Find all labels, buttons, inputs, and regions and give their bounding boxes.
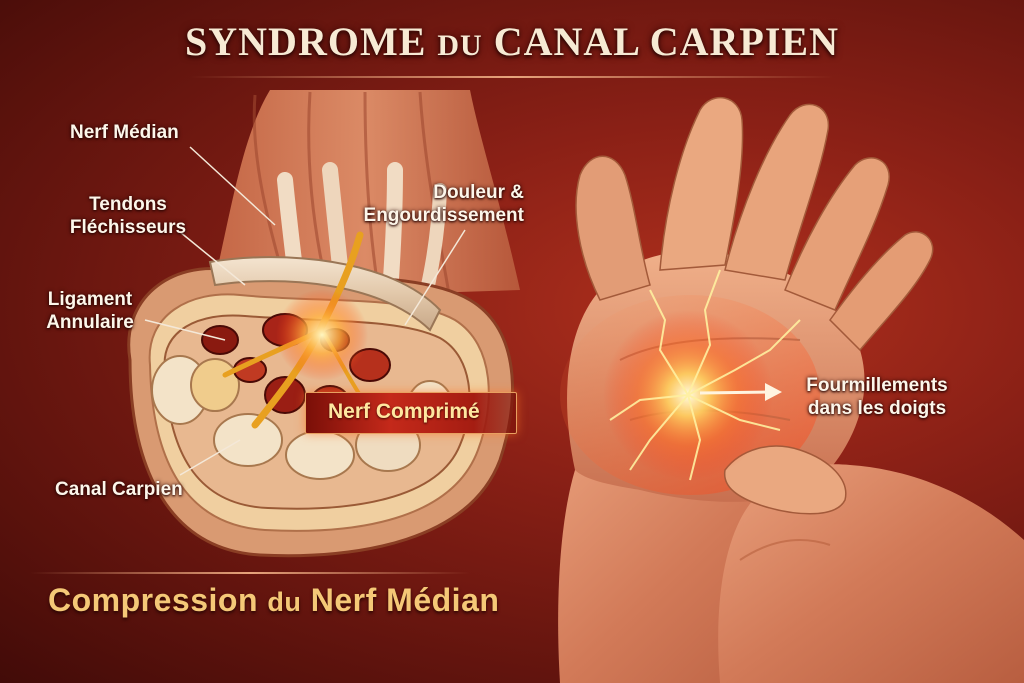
- label-nerf-median: Nerf Médian: [70, 122, 179, 143]
- title-part-3: CANAL CARPIEN: [493, 19, 839, 64]
- label-tendons-line2: Fléchisseurs: [69, 217, 187, 238]
- label-douleur-line2: Engourdissement: [363, 205, 524, 226]
- callout-nerf-comprime: Nerf Comprimé: [305, 392, 517, 434]
- title-part-1: SYNDROME: [185, 19, 427, 64]
- leader-lines: [144, 146, 466, 476]
- subtitle: Compression du Nerf Médian: [48, 582, 499, 619]
- label-fourmillements: Fourmillements dans les doigts: [782, 374, 972, 420]
- subtitle-part-1: Compression: [48, 582, 258, 618]
- label-ligament-line2: Annulaire: [46, 312, 134, 333]
- label-nerf-comprime: Nerf Comprimé: [328, 400, 480, 423]
- title-part-2: DU: [437, 29, 483, 62]
- label-fourmillements-line1: Fourmillements: [806, 375, 948, 396]
- page-title: SYNDROME DU CANAL CARPIEN: [0, 18, 1024, 65]
- label-douleur-engourdissement: Douleur & Engourdissement: [350, 181, 524, 227]
- label-tendons-line1: Tendons: [89, 194, 167, 215]
- label-canal-carpien: Canal Carpien: [55, 479, 183, 500]
- subtitle-divider: [30, 572, 470, 574]
- label-douleur-line1: Douleur &: [433, 182, 524, 203]
- hand-illustration: [558, 96, 1024, 683]
- label-ligament-line1: Ligament: [47, 289, 133, 310]
- label-tendons-flechisseurs: Tendons Fléchisseurs: [58, 193, 198, 239]
- arrow-right-icon: [699, 390, 771, 395]
- subtitle-part-3: Nerf Médian: [310, 582, 500, 618]
- label-fourmillements-line2: dans les doigts: [807, 398, 947, 419]
- title-divider: [190, 76, 834, 78]
- label-ligament-annulaire: Ligament Annulaire: [30, 288, 150, 334]
- subtitle-part-2: du: [267, 587, 302, 617]
- wrist-cross-section: [127, 90, 520, 558]
